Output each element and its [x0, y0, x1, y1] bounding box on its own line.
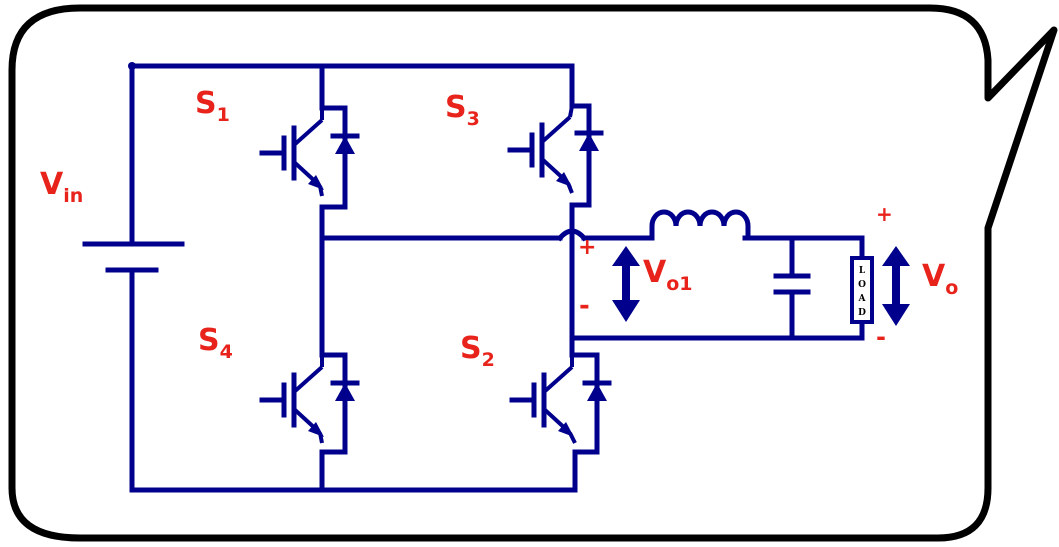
- vo1-minus-sign: -: [579, 291, 590, 321]
- s1-label: S1: [195, 86, 230, 126]
- junction-dot: [128, 62, 136, 70]
- capacitor: [773, 273, 811, 295]
- load-letter: L: [859, 266, 866, 276]
- load-letter: O: [858, 280, 866, 290]
- s2-label: S2: [460, 331, 495, 371]
- load-resistor: L O A D: [850, 256, 874, 324]
- switch-s3-igbt: [507, 105, 604, 194]
- vo-minus-sign: -: [876, 323, 886, 351]
- s3-label: S3: [445, 90, 480, 130]
- circuit-wires: [129, 63, 865, 493]
- switch-s1-igbt: [259, 108, 360, 197]
- load-letter: D: [858, 308, 866, 318]
- inductor: [649, 209, 751, 241]
- switch-s4-igbt: [259, 355, 360, 444]
- vo-double-arrow-icon: [882, 246, 910, 326]
- dc-source-battery: [82, 241, 185, 273]
- vin-label: Vin: [40, 167, 83, 207]
- speech-bubble-outline: [8, 4, 1058, 542]
- load-letter: A: [858, 294, 867, 304]
- vo-plus-sign: +: [876, 202, 893, 226]
- switch-s2-igbt: [509, 355, 612, 444]
- vo1-plus-sign: +: [578, 235, 596, 260]
- vo1-double-arrow-icon: [612, 246, 640, 322]
- vo-label: Vo: [922, 259, 958, 299]
- vo1-label: Vo1: [643, 255, 693, 295]
- s4-label: S4: [198, 323, 233, 363]
